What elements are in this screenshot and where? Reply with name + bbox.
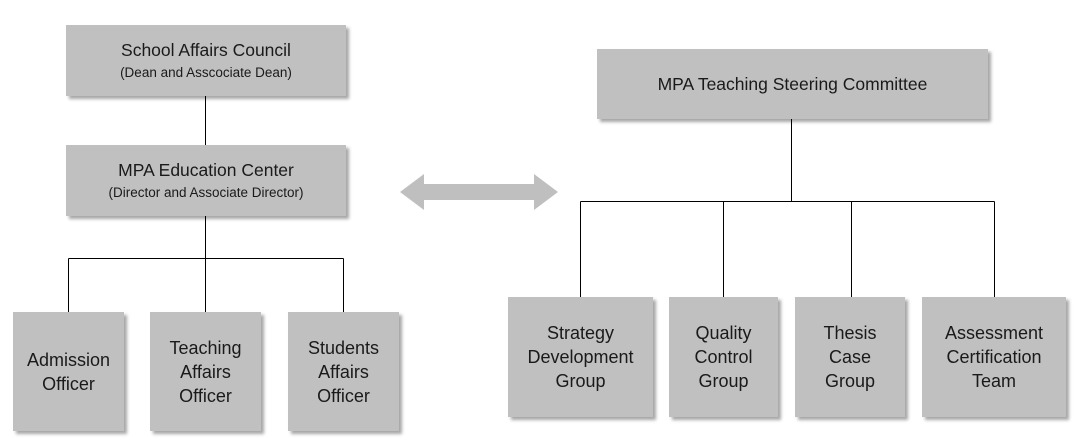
admission-officer-box: Admission Officer bbox=[13, 312, 124, 431]
mpa-education-center-title: MPA Education Center bbox=[118, 160, 294, 180]
admission-officer-line1: Admission bbox=[26, 349, 111, 370]
quality-control-group-line1: Quality bbox=[695, 323, 752, 343]
strategy-development-group-line2: Development bbox=[527, 347, 634, 367]
quality-control-group-line2: Control bbox=[694, 347, 753, 367]
thesis-case-group-box: Thesis Case Group bbox=[795, 297, 905, 417]
strategy-development-group-line1: Strategy bbox=[546, 323, 615, 343]
assessment-certification-team-box: Assessment Certification Team bbox=[922, 297, 1066, 417]
thesis-case-group-line3: Group bbox=[824, 371, 876, 391]
quality-control-group-box: Quality Control Group bbox=[669, 297, 778, 417]
admission-officer-line2: Officer bbox=[42, 373, 95, 394]
students-affairs-officer-line3: Officer bbox=[317, 385, 370, 406]
strategy-development-group-box: Strategy Development Group bbox=[508, 297, 653, 417]
teaching-affairs-officer-line3: Officer bbox=[179, 385, 232, 406]
students-affairs-officer-line1: Students bbox=[307, 337, 380, 358]
students-affairs-officer-line2: Affairs bbox=[318, 361, 369, 382]
teaching-affairs-officer-box: Teaching Affairs Officer bbox=[150, 312, 261, 431]
assessment-certification-team-line1: Assessment bbox=[944, 323, 1044, 343]
assessment-certification-team-line3: Team bbox=[971, 371, 1016, 391]
assessment-certification-team-line2: Certification bbox=[946, 347, 1042, 367]
strategy-development-group-line3: Group bbox=[555, 371, 606, 391]
teaching-affairs-officer-line2: Affairs bbox=[180, 361, 231, 382]
double-arrow-icon bbox=[400, 174, 558, 210]
mpa-teaching-steering-committee-box: MPA Teaching Steering Committee bbox=[597, 49, 988, 119]
school-affairs-council-box: School Affairs Council (Dean and Asscoci… bbox=[66, 25, 346, 96]
teaching-affairs-officer-line1: Teaching bbox=[169, 337, 242, 358]
students-affairs-officer-box: Students Affairs Officer bbox=[288, 312, 399, 431]
mpa-teaching-steering-committee-title: MPA Teaching Steering Committee bbox=[657, 74, 928, 94]
quality-control-group-line3: Group bbox=[698, 371, 749, 391]
mpa-education-center-box: MPA Education Center (Director and Assoc… bbox=[66, 145, 346, 216]
thesis-case-group-line1: Thesis bbox=[823, 323, 877, 343]
school-affairs-council-subtitle: (Dean and Asscociate Dean) bbox=[120, 65, 292, 80]
school-affairs-council-title: School Affairs Council bbox=[121, 40, 291, 60]
mpa-education-center-subtitle: (Director and Associate Director) bbox=[108, 185, 304, 200]
thesis-case-group-line2: Case bbox=[828, 347, 872, 367]
